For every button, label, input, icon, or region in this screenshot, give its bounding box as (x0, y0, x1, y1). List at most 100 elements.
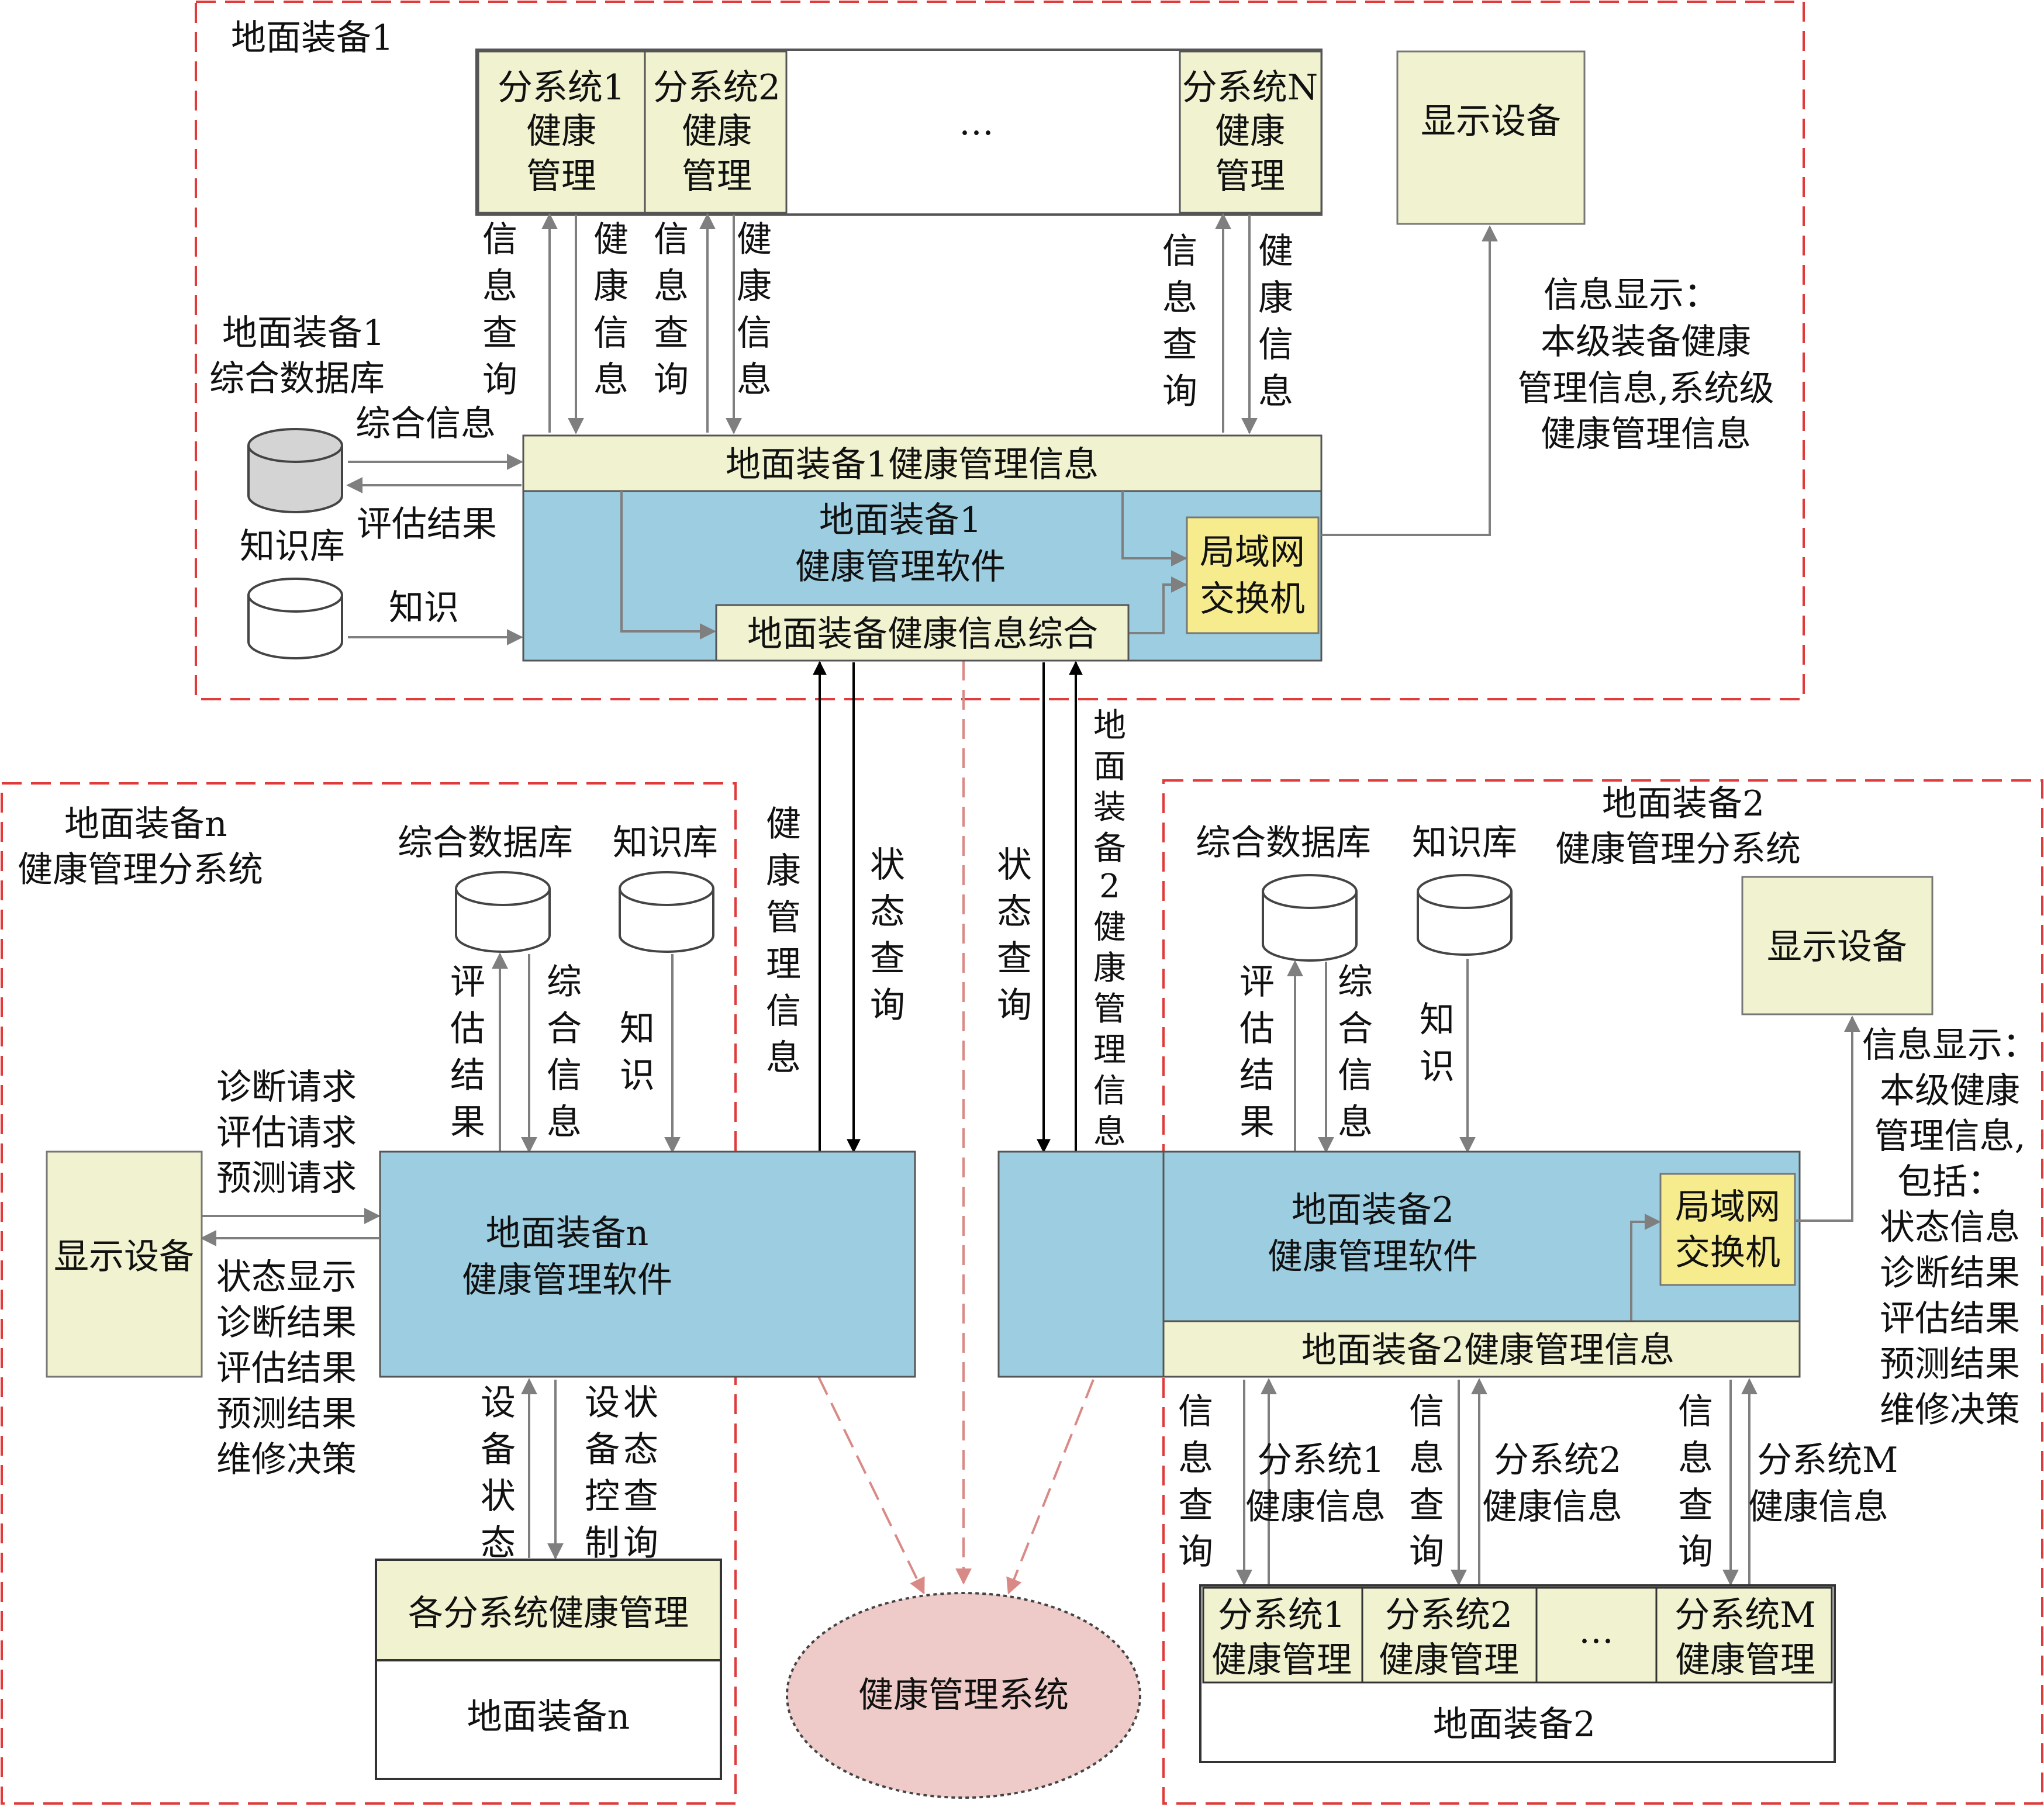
svg-text:查: 查 (997, 938, 1032, 979)
e2-sub1-info-1: 分系统1 (1257, 1440, 1384, 1481)
equipn-label-equip-status: 设 备 状 态 (481, 1383, 516, 1564)
equip1-switch-line1: 局域网 (1200, 532, 1305, 573)
e2-note-1: 信息显示： (1862, 1025, 2038, 1066)
equip2-subsystem-gap (1535, 1587, 1658, 1684)
equip2-title-2: 健康管理分系统 (1555, 829, 1801, 870)
e1-label-query-N: 信 息 查 询 (1162, 231, 1197, 412)
equipn-label-composite: 综 合 信 息 (547, 962, 582, 1143)
equipn-result-2: 诊断结果 (216, 1302, 357, 1343)
svg-text:查: 查 (482, 313, 517, 354)
svg-text:合: 合 (547, 1008, 582, 1049)
equip2-health-info-bar (1162, 1320, 1801, 1378)
svg-text:态: 态 (481, 1523, 516, 1564)
equip2-kb-label: 知识库 (1412, 823, 1517, 863)
equipn-subsystem-health-mgmt (375, 1559, 722, 1661)
e1-internal-arrow-right (1121, 491, 1187, 566)
svg-text:信: 信 (737, 313, 772, 354)
svg-text:2: 2 (1099, 868, 1120, 906)
svg-text:综: 综 (1338, 962, 1373, 1003)
equip1-subsystem-ellipsis: … (959, 102, 994, 143)
equip1-sN-line2: 健康 (1215, 111, 1285, 152)
svg-text:信: 信 (654, 219, 689, 260)
e2-s2-line2: 健康管理 (1379, 1640, 1519, 1681)
equip1-title: 地面装备1 (231, 18, 393, 58)
equip1-health-info-bar (522, 434, 1323, 492)
e2-s1-line1: 分系统1 (1218, 1595, 1345, 1636)
center-label-equip2-health-info: 地 面 装 备 2 健 康 管 理 信 息 (1093, 707, 1126, 1151)
equipn-label-knowledge: 知 识 (620, 1008, 655, 1096)
svg-text:询: 询 (1162, 371, 1197, 412)
e2-note-8: 预测结果 (1880, 1344, 2020, 1385)
e2-label-query-1: 信 息 查 询 (1178, 1391, 1213, 1573)
svg-text:果: 果 (450, 1102, 485, 1143)
svg-text:备: 备 (585, 1429, 620, 1470)
arrow-e1-switch-display (1321, 225, 1498, 536)
e2-note-9: 维修决策 (1880, 1390, 2020, 1431)
equipn-request-2: 评估请求 (216, 1112, 357, 1153)
e2-sM-line2: 健康管理 (1675, 1640, 1815, 1681)
equip2-subsystem-2 (1361, 1587, 1538, 1684)
center-label-health-mgmt-info: 健 康 管 理 信 息 (766, 804, 801, 1079)
system-label: 健康管理系统 (858, 1675, 1069, 1716)
equipn-label-device-control: 设 备 控 制 (585, 1383, 620, 1564)
svg-text:信: 信 (1162, 231, 1197, 272)
equip1-sN-line1: 分系统N (1182, 67, 1318, 108)
equip1-s2-line1: 分系统2 (653, 67, 781, 108)
svg-text:康: 康 (766, 851, 801, 892)
equipn-knowledge-base-icon (619, 871, 714, 953)
svg-text:询: 询 (654, 360, 689, 400)
equipn-result-1: 状态显示 (216, 1257, 357, 1298)
svg-text:查: 查 (654, 313, 689, 354)
svg-text:结: 结 (450, 1055, 485, 1096)
svg-text:健: 健 (766, 804, 801, 845)
e1-label-query-2: 信 息 查 询 (654, 219, 689, 400)
svg-text:状: 状 (481, 1476, 516, 1517)
equip1-switch-line2: 交换机 (1200, 579, 1305, 620)
equip2-knowledge-base-icon (1417, 874, 1513, 956)
e2-s2-line1: 分系统2 (1385, 1595, 1513, 1636)
svg-text:询: 询 (1409, 1532, 1444, 1573)
e1-knowledge-base-icon (247, 578, 343, 659)
svg-text:态: 态 (623, 1429, 658, 1470)
svg-text:康: 康 (737, 266, 772, 307)
equip2-switch-line2: 交换机 (1675, 1232, 1780, 1273)
equip1-display-label: 显示设备 (1421, 101, 1561, 142)
equipn-request-1: 诊断请求 (216, 1067, 357, 1108)
svg-text:查: 查 (1162, 324, 1197, 365)
e2-subM-info-2: 健康信息 (1748, 1487, 1888, 1528)
equipn-software-line2: 健康管理软件 (462, 1260, 672, 1301)
svg-text:信: 信 (1178, 1391, 1213, 1432)
svg-text:查: 查 (1409, 1485, 1444, 1526)
svg-text:结: 结 (1239, 1055, 1275, 1096)
svg-text:备: 备 (481, 1429, 516, 1470)
equip2-subsystem-1 (1202, 1587, 1363, 1684)
e2-note-5: 状态信息 (1880, 1207, 2020, 1248)
equipn-kb-label: 知识库 (613, 823, 718, 863)
svg-text:估: 估 (1239, 1008, 1275, 1049)
equipn-title-1: 地面装备n (64, 804, 227, 845)
e1-note-3: 管理信息,系统级 (1517, 368, 1774, 409)
svg-text:询: 询 (482, 360, 517, 400)
svg-text:息: 息 (737, 360, 772, 400)
equip1-lan-switch (1186, 516, 1320, 634)
e1-integration-to-switch (1128, 576, 1187, 634)
e1-label-health-N: 健 康 信 息 (1258, 231, 1293, 412)
e2-note-4: 包括： (1897, 1162, 2002, 1203)
equip1-subsystem-1 (477, 50, 646, 214)
equip1-software-line1: 地面装备1 (819, 500, 982, 541)
svg-text:查: 查 (870, 938, 905, 979)
arrow-e2-switch-display (1796, 1015, 1860, 1222)
svg-text:综: 综 (547, 962, 582, 1003)
svg-text:地: 地 (1093, 707, 1126, 745)
equip1-s1-line3: 管理 (526, 156, 596, 197)
svg-text:状: 状 (870, 845, 905, 886)
svg-text:息: 息 (1338, 1102, 1373, 1143)
svg-text:康: 康 (1258, 278, 1293, 319)
e1-db-title-1: 地面装备1 (222, 313, 385, 354)
svg-text:健: 健 (1093, 908, 1126, 946)
svg-text:康: 康 (1093, 949, 1126, 987)
equipn-software-line1: 地面装备n (486, 1213, 649, 1254)
svg-text:状: 状 (623, 1383, 658, 1424)
svg-text:询: 询 (1178, 1532, 1213, 1573)
svg-text:健: 健 (1258, 231, 1293, 272)
